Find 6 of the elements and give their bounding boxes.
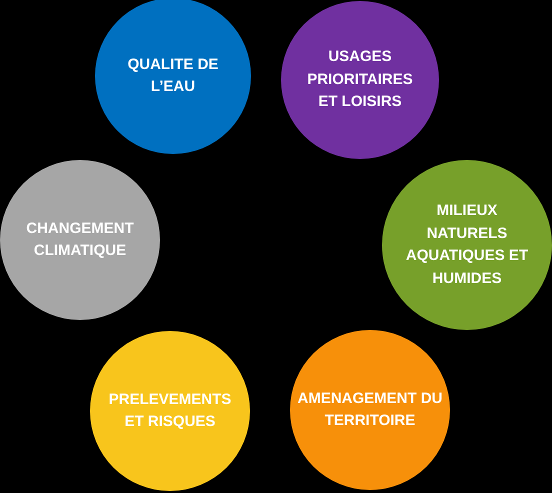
topic-label: MILIEUX NATURELS AQUATIQUES ET HUMIDES [404, 201, 530, 288]
topic-label: USAGES PRIORITAIRES ET LOISIRS [306, 47, 414, 112]
topic-label: PRELEVEMENTS ET RISQUES [108, 390, 232, 432]
topic-label: AMENAGEMENT DU TERRITOIRE [296, 388, 444, 431]
topic-label: QUALITE DE L’EAU [126, 54, 220, 97]
topic-label: CHANGEMENT CLIMATIQUE [25, 218, 135, 261]
